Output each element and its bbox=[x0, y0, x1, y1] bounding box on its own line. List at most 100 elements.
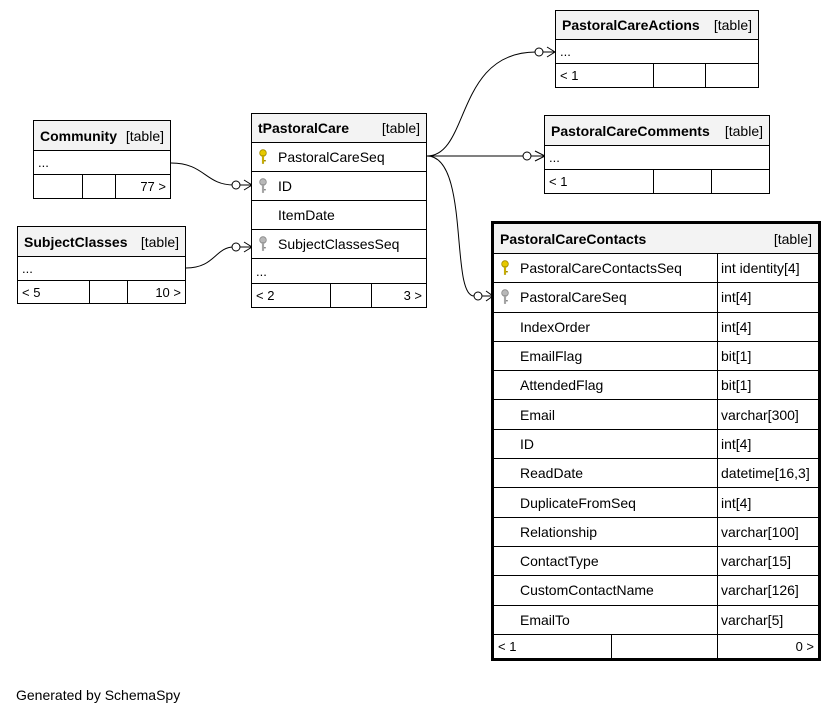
column-name: EmailFlag bbox=[520, 348, 583, 365]
column-row: SubjectClassesSeq bbox=[252, 230, 426, 259]
column-row: ItemDate bbox=[252, 201, 426, 230]
link-community-tpastoralcare bbox=[170, 162, 235, 186]
ellipsis-row: ... bbox=[18, 257, 185, 281]
table-type: [table] bbox=[713, 17, 752, 33]
table-pastoralcarecomments[interactable]: PastoralCareComments [table] ... < 1 bbox=[544, 115, 770, 194]
column-type: varchar[126] bbox=[717, 576, 818, 605]
table-name: PastoralCareActions bbox=[562, 17, 700, 33]
column-type: int[4] bbox=[717, 283, 818, 312]
column-name: ItemDate bbox=[278, 207, 335, 223]
ellipsis-row: ... bbox=[252, 259, 426, 284]
children-count bbox=[706, 64, 758, 87]
parents-count: < 5 bbox=[18, 281, 90, 303]
column-name: ID bbox=[278, 178, 292, 194]
column-type: varchar[300] bbox=[717, 400, 818, 429]
footer-middle bbox=[331, 284, 372, 307]
table-footer: < 5 10 > bbox=[18, 281, 185, 303]
column-name: PastoralCareSeq bbox=[278, 149, 385, 165]
generated-by-credit: Generated by SchemaSpy bbox=[16, 687, 181, 703]
foreign-key-icon bbox=[252, 236, 274, 252]
table-footer: 77 > bbox=[34, 175, 170, 198]
column-row: DuplicateFromSeq int[4] bbox=[494, 488, 818, 518]
column-name: ReadDate bbox=[520, 465, 584, 482]
parents-count: < 2 bbox=[252, 284, 331, 307]
zero-marker bbox=[231, 242, 241, 252]
ellipsis-row: ... bbox=[34, 151, 170, 175]
parents-count bbox=[34, 175, 83, 198]
column-name: IndexOrder bbox=[520, 318, 591, 335]
children-count: 3 > bbox=[403, 288, 422, 303]
link-tpastoralcare-actions bbox=[426, 51, 537, 157]
column-name: AttendedFlag bbox=[520, 377, 604, 394]
zero-marker bbox=[522, 151, 532, 161]
table-type: [table] bbox=[381, 120, 420, 136]
foreign-key-icon bbox=[494, 289, 516, 305]
column-type: int[4] bbox=[717, 488, 818, 517]
column-name: CustomContactName bbox=[520, 582, 654, 599]
footer-middle bbox=[83, 175, 116, 198]
table-name: PastoralCareComments bbox=[551, 122, 710, 139]
column-row: IndexOrder int[4] bbox=[494, 312, 818, 342]
column-row: AttendedFlag bit[1] bbox=[494, 371, 818, 401]
column-name: SubjectClassesSeq bbox=[278, 236, 400, 252]
crowfoot-marker bbox=[543, 46, 556, 58]
table-header: PastoralCareContacts [table] bbox=[494, 224, 818, 254]
column-row: PastoralCareSeq bbox=[252, 143, 426, 172]
table-type: [table] bbox=[125, 127, 164, 144]
column-name: PastoralCareContactsSeq bbox=[520, 260, 682, 277]
column-type: varchar[5] bbox=[717, 605, 818, 634]
table-subjectclasses[interactable]: SubjectClasses [table] ... < 5 10 > bbox=[17, 226, 186, 304]
ellipsis-row: ... bbox=[556, 40, 758, 64]
zero-marker bbox=[231, 180, 241, 190]
parents-count: < 1 bbox=[545, 170, 654, 193]
column-row: ReadDate datetime[16,3] bbox=[494, 459, 818, 489]
table-name: Community bbox=[40, 127, 117, 144]
link-subjectclasses-tpastoralcare bbox=[185, 246, 235, 269]
column-row: EmailFlag bit[1] bbox=[494, 341, 818, 372]
column-type: bit[1] bbox=[717, 341, 818, 371]
table-header: SubjectClasses [table] bbox=[18, 227, 185, 257]
table-header: PastoralCareActions [table] bbox=[556, 11, 758, 40]
table-name: tPastoralCare bbox=[258, 120, 350, 136]
primary-key-icon bbox=[252, 149, 274, 165]
footer-middle bbox=[90, 281, 128, 303]
table-type: [table] bbox=[724, 122, 763, 139]
zero-marker bbox=[534, 47, 544, 57]
table-tpastoralcare[interactable]: tPastoralCare [table] PastoralCareSeq ID… bbox=[251, 113, 427, 308]
children-count: 77 > bbox=[140, 179, 166, 194]
table-community[interactable]: Community [table] ... 77 > bbox=[33, 120, 171, 199]
column-name: Relationship bbox=[520, 523, 598, 540]
crowfoot-marker bbox=[531, 150, 547, 162]
column-type: int[4] bbox=[717, 429, 818, 459]
ellipsis-row: ... bbox=[545, 146, 769, 170]
footer-middle bbox=[612, 634, 718, 659]
column-type: int[4] bbox=[717, 312, 818, 341]
column-row: ID bbox=[252, 172, 426, 201]
column-row: Relationship varchar[100] bbox=[494, 517, 818, 547]
column-type: bit[1] bbox=[717, 371, 818, 400]
column-row: CustomContactName varchar[126] bbox=[494, 576, 818, 606]
table-header: Community [table] bbox=[34, 121, 170, 151]
table-footer: < 2 3 > bbox=[252, 284, 426, 307]
footer-middle bbox=[654, 64, 706, 87]
table-pastoralcareactions[interactable]: PastoralCareActions [table] ... < 1 bbox=[555, 10, 759, 88]
column-type: varchar[15] bbox=[717, 546, 818, 576]
table-name: PastoralCareContacts bbox=[500, 230, 647, 247]
foreign-key-icon bbox=[252, 178, 274, 194]
footer-middle bbox=[654, 170, 712, 193]
column-type: datetime[16,3] bbox=[717, 459, 818, 488]
column-type: varchar[100] bbox=[717, 517, 818, 546]
children-count bbox=[712, 170, 769, 193]
table-footer: < 1 bbox=[556, 64, 758, 87]
table-header: tPastoralCare [table] bbox=[252, 114, 426, 143]
column-name: DuplicateFromSeq bbox=[520, 494, 636, 511]
table-pastoralcarecontacts[interactable]: PastoralCareContacts [table] PastoralCar… bbox=[491, 221, 821, 661]
table-footer: < 1 bbox=[545, 170, 769, 193]
